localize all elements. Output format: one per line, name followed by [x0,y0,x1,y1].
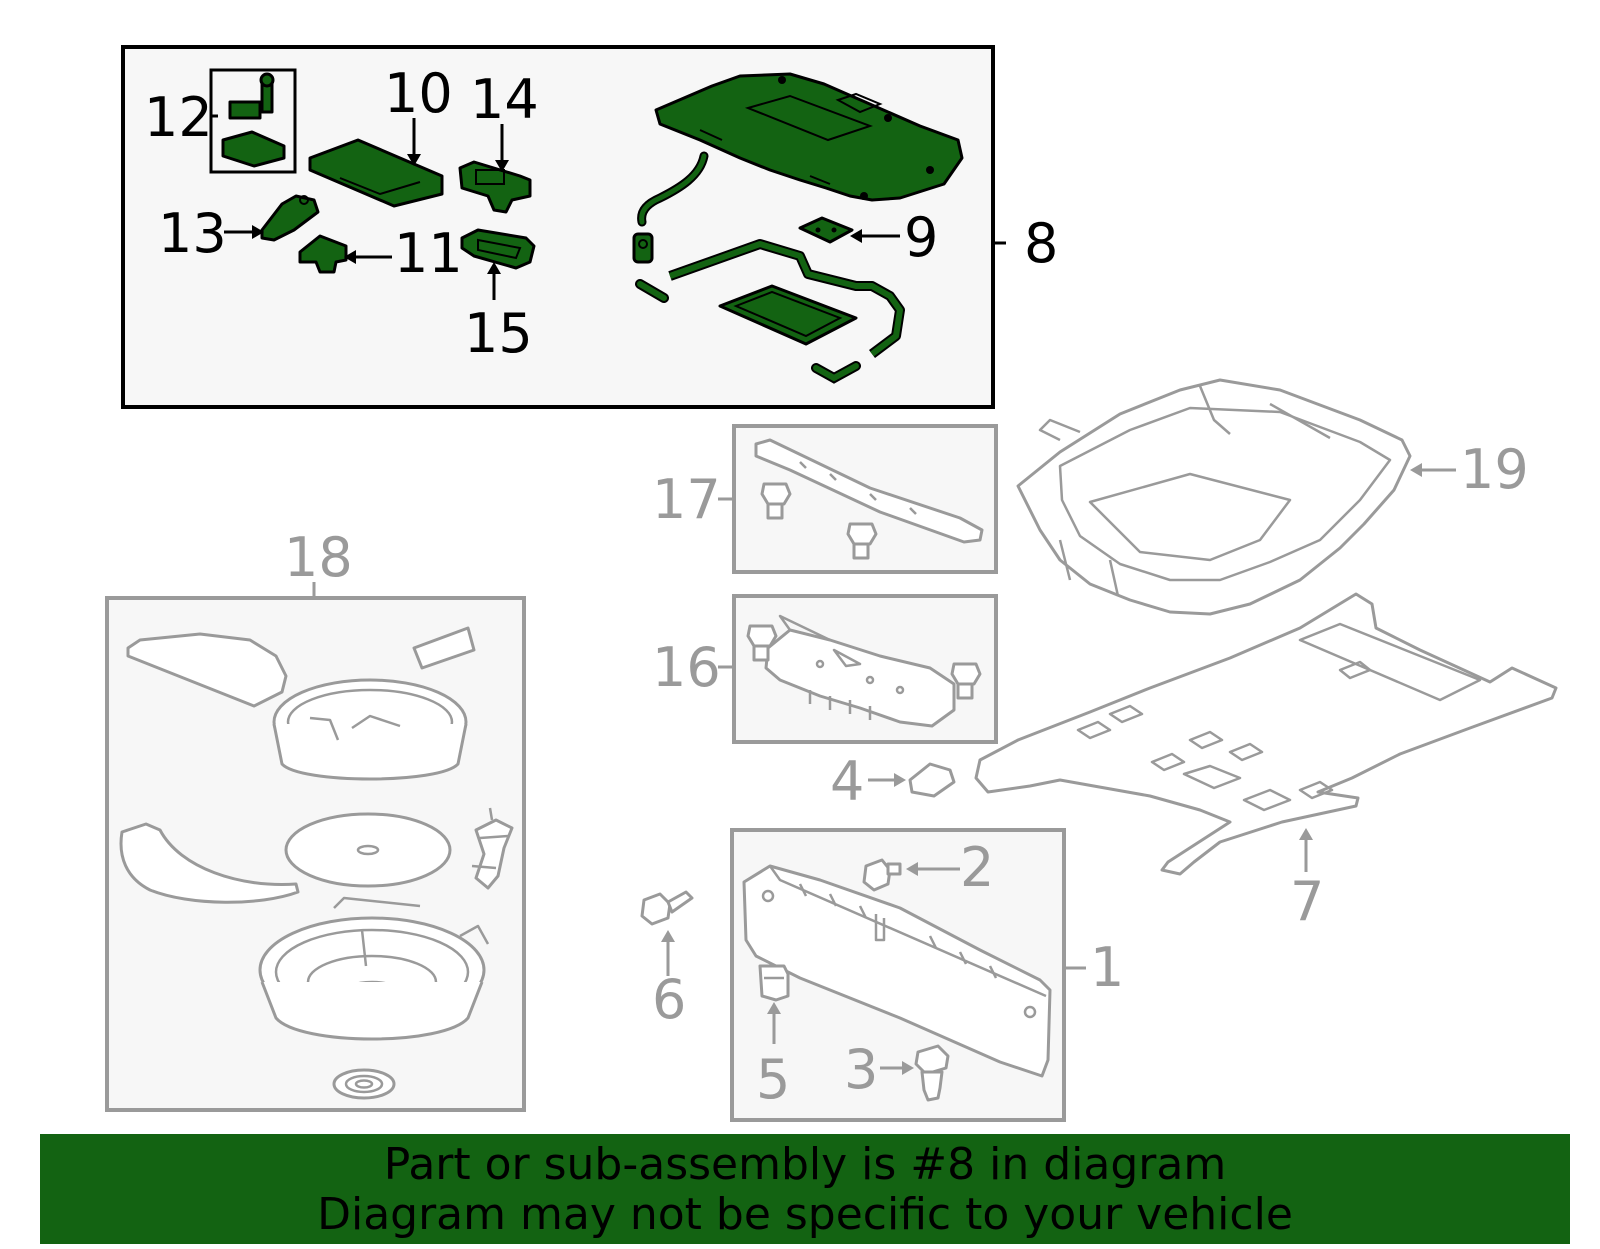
info-banner: Part or sub-assembly is #8 in diagram Di… [40,1134,1570,1244]
part-7[interactable] [974,592,1558,876]
leader-4 [868,773,906,787]
part-9[interactable] [798,216,854,244]
callout-3[interactable]: 3 [844,1038,878,1101]
part-4[interactable] [908,762,956,798]
leader-19 [1410,463,1456,477]
part-14[interactable] [458,160,532,214]
part-17-clip-a [760,482,792,520]
callout-11[interactable]: 11 [394,222,463,285]
part-3[interactable] [914,1044,950,1102]
part-16-clip-a [746,624,778,662]
part-13[interactable] [260,194,320,242]
banner-line-1: Part or sub-assembly is #8 in diagram [383,1139,1227,1190]
part-8-cable[interactable] [632,151,709,264]
callout-2[interactable]: 2 [960,836,994,899]
part-8-seal[interactable] [635,239,905,384]
callout-14[interactable]: 14 [470,68,539,131]
part-12[interactable] [221,72,286,168]
callout-18[interactable]: 18 [284,526,353,589]
part-17-clip-b [846,522,878,560]
callout-13[interactable]: 13 [158,202,227,265]
part-8-mat[interactable] [718,284,858,346]
part-18-group[interactable] [105,596,526,1112]
part-15[interactable] [460,228,536,270]
callout-10[interactable]: 10 [384,62,453,125]
part-16-clip-b [950,662,982,700]
part-17-group[interactable] [732,424,998,574]
callout-12[interactable]: 12 [144,86,213,149]
leader-6 [661,930,675,976]
callout-7[interactable]: 7 [1290,870,1324,933]
part-6[interactable] [640,890,694,926]
part-19[interactable] [1016,378,1412,616]
part-12-box [209,68,297,174]
callout-19[interactable]: 19 [1460,438,1529,501]
callout-15[interactable]: 15 [464,302,533,365]
banner-line-2: Diagram may not be specific to your vehi… [317,1189,1293,1240]
part-11[interactable] [298,234,348,274]
part-8[interactable] [654,72,964,202]
part-1-group[interactable] [730,828,1066,1122]
leaders-1-group [767,862,1086,1075]
callout-8[interactable]: 8 [1024,212,1058,275]
part-10[interactable] [308,138,444,208]
callout-6[interactable]: 6 [652,968,686,1031]
leader-7 [1299,828,1313,872]
callout-1[interactable]: 1 [1090,936,1124,999]
callout-9[interactable]: 9 [904,206,938,269]
callout-4[interactable]: 4 [830,750,864,813]
callout-16[interactable]: 16 [652,636,721,699]
assembly-8-group[interactable] [121,45,995,409]
callout-17[interactable]: 17 [652,468,721,531]
part-5[interactable] [758,964,790,1002]
callout-5[interactable]: 5 [756,1048,790,1111]
part-16-group[interactable] [732,594,998,744]
leaders-active [211,114,1006,300]
callouts: 12 10 14 13 11 15 9 8 17 16 19 18 4 2 1 … [144,62,1529,1111]
part-2[interactable] [862,858,902,892]
